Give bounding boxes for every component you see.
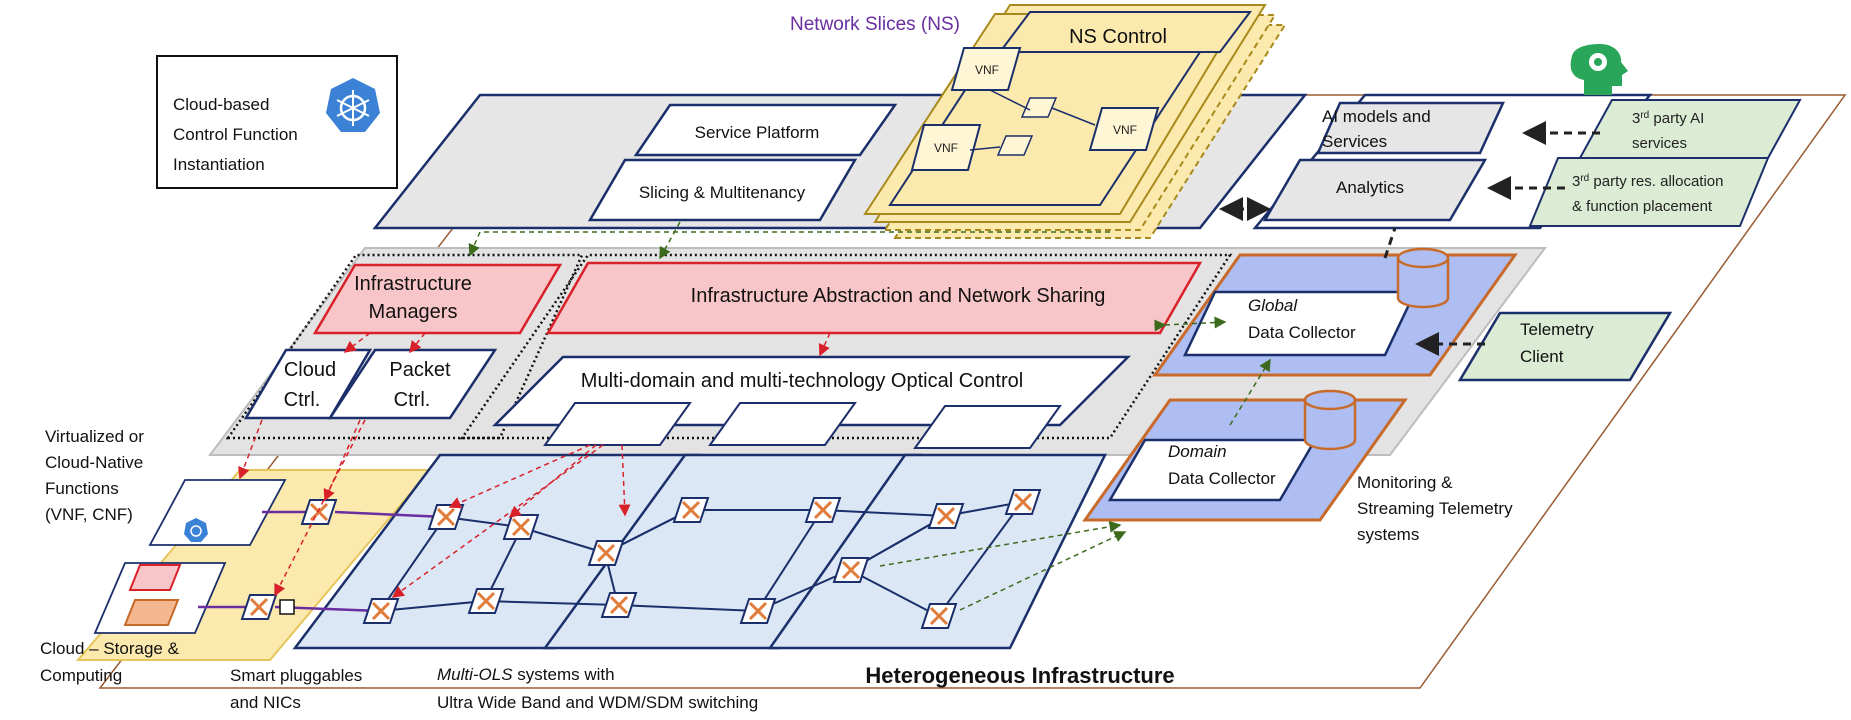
global-collector-italic: Global	[1248, 296, 1298, 315]
vnf-label-2: VNF	[934, 141, 958, 155]
third-party-res-line2: & function placement	[1572, 198, 1713, 215]
third-party-ai-box: 3rd party AI services	[1578, 99, 1802, 159]
infra-managers-dotted	[225, 253, 584, 440]
infra-abstraction-label: Infrastructure Abstraction and Network S…	[691, 285, 1106, 307]
service-platform-label: Service Platform	[695, 123, 820, 142]
cloud-ctrl-line1: Cloud	[284, 359, 336, 381]
database-icon	[1303, 389, 1357, 451]
cloud-ctrl-line2: Ctrl.	[284, 389, 321, 411]
third-party-res-sup: rd	[1580, 173, 1589, 184]
virtualized-line3: Functions	[45, 479, 119, 498]
arrow-telemetry-2	[959, 531, 1127, 611]
virtualized-line2: Cloud-Native	[45, 453, 143, 472]
slicing-box: Slicing & Multitenancy	[587, 158, 858, 222]
svg-text:3rd party res. allocation: 3rd party res. allocation	[1572, 173, 1723, 191]
vnf-label-1: VNF	[975, 63, 999, 77]
storage-block-red	[128, 564, 182, 591]
vnf-mini-2	[996, 135, 1034, 156]
domain-collector-italic: Domain	[1168, 442, 1227, 461]
storage-block-orange	[123, 599, 180, 626]
third-party-ai-prefix: 3	[1632, 110, 1640, 127]
cloud-server-2	[93, 562, 227, 634]
smart-pluggable-icon	[279, 599, 295, 615]
optical-sub-1	[543, 402, 692, 446]
third-party-res-line1: party res. allocation	[1589, 173, 1723, 190]
arrow-slicing-abstraction	[659, 221, 681, 260]
infra-managers-line1: Infrastructure	[354, 273, 472, 295]
abstraction-dotted	[459, 253, 1233, 440]
svg-text:Multi-OLS systems with: Multi-OLS systems with	[437, 665, 615, 684]
third-party-ai-sup: rd	[1640, 110, 1649, 121]
red-control-arrows	[238, 332, 831, 598]
slicing-label: Slicing & Multitenancy	[639, 183, 806, 202]
vnf-mini-1	[1020, 97, 1058, 118]
purple-link-2	[334, 510, 446, 519]
ai-models-box: AI models and Services	[1316, 101, 1505, 155]
ai-models-line2: Services	[1322, 132, 1387, 151]
smart-pluggables-line1: Smart pluggables	[230, 666, 362, 685]
vnf-card-3: VNF	[1088, 107, 1160, 151]
third-party-res-box: 3rd party res. allocation & function pla…	[1528, 157, 1770, 227]
packet-ctrl-line1: Packet	[389, 359, 451, 381]
optical-control-label: Multi-domain and multi-technology Optica…	[581, 370, 1023, 392]
arrow-telemetry-1	[879, 520, 1122, 567]
infra-managers-line2: Managers	[369, 301, 458, 323]
cloud-server-1	[148, 479, 287, 546]
telemetry-line1: Telemetry	[1520, 320, 1594, 339]
optical-sub-3	[913, 405, 1062, 449]
packet-ctrl-line2: Ctrl.	[394, 389, 431, 411]
analytics-label: Analytics	[1336, 178, 1404, 197]
ai-models-line1: AI models and	[1322, 107, 1431, 126]
cloud-storage-line1: Cloud – Storage &	[40, 639, 180, 658]
vnf-card-2: VNF	[910, 124, 982, 171]
arrow-ns-infra	[468, 231, 1110, 257]
third-party-res-prefix: 3	[1572, 173, 1580, 190]
global-collector-line2: Data Collector	[1248, 323, 1356, 342]
third-party-ai-line2: services	[1632, 135, 1687, 152]
infra-managers-box: Infrastructure Managers	[312, 263, 563, 335]
multi-ols-line2: Ultra Wide Band and WDM/SDM switching	[437, 693, 758, 712]
arrow-global-analytics	[1383, 227, 1397, 259]
telemetry-client-box: Telemetry Client	[1457, 311, 1673, 382]
multi-ols-line1: systems with	[513, 665, 615, 684]
monitoring-line3: systems	[1357, 525, 1419, 544]
third-party-ai-line1: party AI	[1649, 110, 1704, 127]
vnf-label-3: VNF	[1113, 123, 1137, 137]
smart-pluggables-line2: and NICs	[230, 693, 301, 712]
ns-title: Network Slices (NS)	[790, 14, 960, 35]
monitoring-line1: Monitoring &	[1357, 473, 1453, 492]
ns-control-label: NS Control	[1069, 26, 1167, 48]
telemetry-line2: Client	[1520, 347, 1564, 366]
arrow-domain-global	[1229, 358, 1271, 426]
domain-collector-line2: Data Collector	[1168, 469, 1276, 488]
analytics-box: Analytics	[1262, 158, 1488, 222]
vnf-card-1: VNF	[950, 47, 1022, 91]
monitoring-line2: Streaming Telemetry	[1357, 499, 1513, 518]
kubernetes-icon	[184, 518, 208, 542]
database-icon	[1396, 247, 1450, 309]
cloud-control-line2: Control Function	[173, 125, 298, 144]
cloud-control-line1: Cloud-based	[173, 95, 269, 114]
multi-ols-italic: Multi-OLS	[437, 665, 513, 684]
optical-sub-2	[708, 402, 857, 446]
cloud-control-line3: Instantiation	[173, 155, 265, 174]
svg-text:3rd party AI: 3rd party AI	[1632, 110, 1704, 128]
cloud-storage-line2: Computing	[40, 666, 122, 685]
service-platform-box: Service Platform	[633, 103, 898, 157]
arrow-abstraction-global	[1154, 316, 1227, 332]
infra-abstraction-box: Infrastructure Abstraction and Network S…	[545, 261, 1203, 335]
packet-ctrl-box: Packet Ctrl.	[327, 348, 498, 420]
cloud-ctrl-box: Cloud Ctrl.	[243, 348, 373, 420]
heterogeneous-label: Heterogeneous Infrastructure	[865, 663, 1174, 688]
cloud-control-box: Cloud-based Control Function Instantiati…	[156, 55, 398, 189]
virtualized-line4: (VNF, CNF)	[45, 505, 133, 524]
brain-gear-icon	[1570, 44, 1628, 95]
kubernetes-icon	[326, 78, 380, 132]
virtualized-line1: Virtualized or	[45, 427, 144, 446]
